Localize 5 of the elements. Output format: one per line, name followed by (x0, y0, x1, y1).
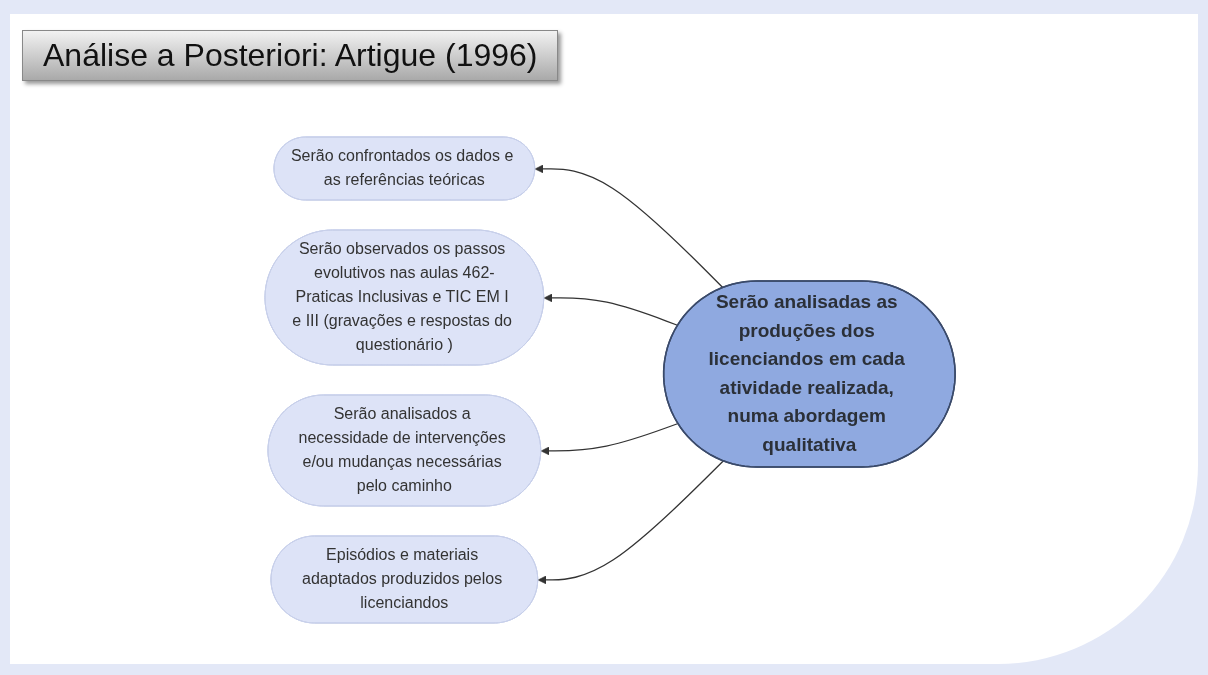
arrow (543, 293, 679, 327)
arrow (540, 422, 679, 456)
title: Análise a Posteriori: Artigue (1996) (22, 30, 559, 81)
arrow (534, 164, 724, 289)
arrow (537, 460, 724, 585)
